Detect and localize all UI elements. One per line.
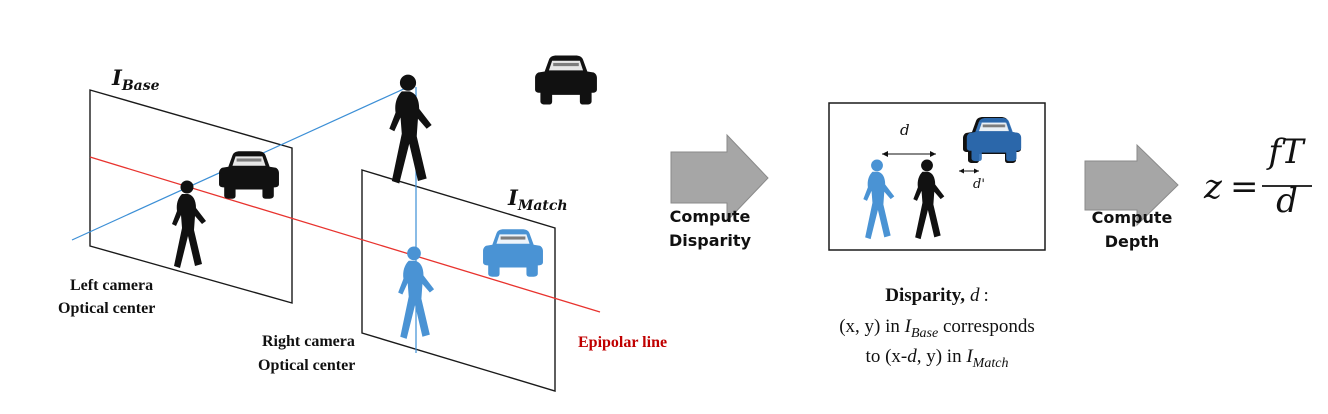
compute-disparity-arrow — [670, 133, 769, 223]
disparity-caption-line3: to (x-d, y) in IMatch — [866, 346, 1009, 371]
right-camera-label-line2: Optical center — [258, 357, 355, 374]
epipolar-line-label: Epipolar line — [578, 334, 667, 351]
left-camera-label: Left camera — [70, 277, 153, 294]
formula-numerator: fT — [1265, 132, 1306, 172]
disparity-d-label: d — [900, 121, 910, 139]
disparity-d-prime-label: d' — [973, 177, 985, 192]
arrowhead — [974, 168, 979, 174]
right-camera-label: Right camera — [262, 333, 355, 350]
compute-disparity-label: Compute — [670, 207, 751, 226]
arrowhead — [930, 151, 936, 157]
compute-depth-label-line2: Depth — [1105, 232, 1160, 251]
compute-depth-arrow — [1084, 143, 1179, 227]
pedestrian-icon — [389, 74, 432, 184]
epipolar-line — [89, 156, 601, 313]
disparity-caption-title: Disparity,d: — [885, 285, 988, 306]
car-icon — [535, 55, 597, 105]
disparity-caption-line2: (x, y) in IBase corresponds — [839, 316, 1035, 341]
compute-depth-label: Compute — [1092, 208, 1173, 227]
formula-denominator: d — [1276, 181, 1298, 221]
formula-lhs: z — [1203, 167, 1223, 207]
match-image-plane — [361, 169, 556, 392]
compute-disparity-label-line2: Disparity — [669, 231, 752, 250]
arrowhead — [882, 151, 888, 157]
match-plane-label: IMatch — [507, 185, 568, 214]
arrowhead — [959, 168, 964, 174]
formula-equals: = — [1230, 167, 1259, 207]
base-plane-label: IBase — [111, 65, 160, 94]
left-camera-label-line2: Optical center — [58, 300, 155, 317]
